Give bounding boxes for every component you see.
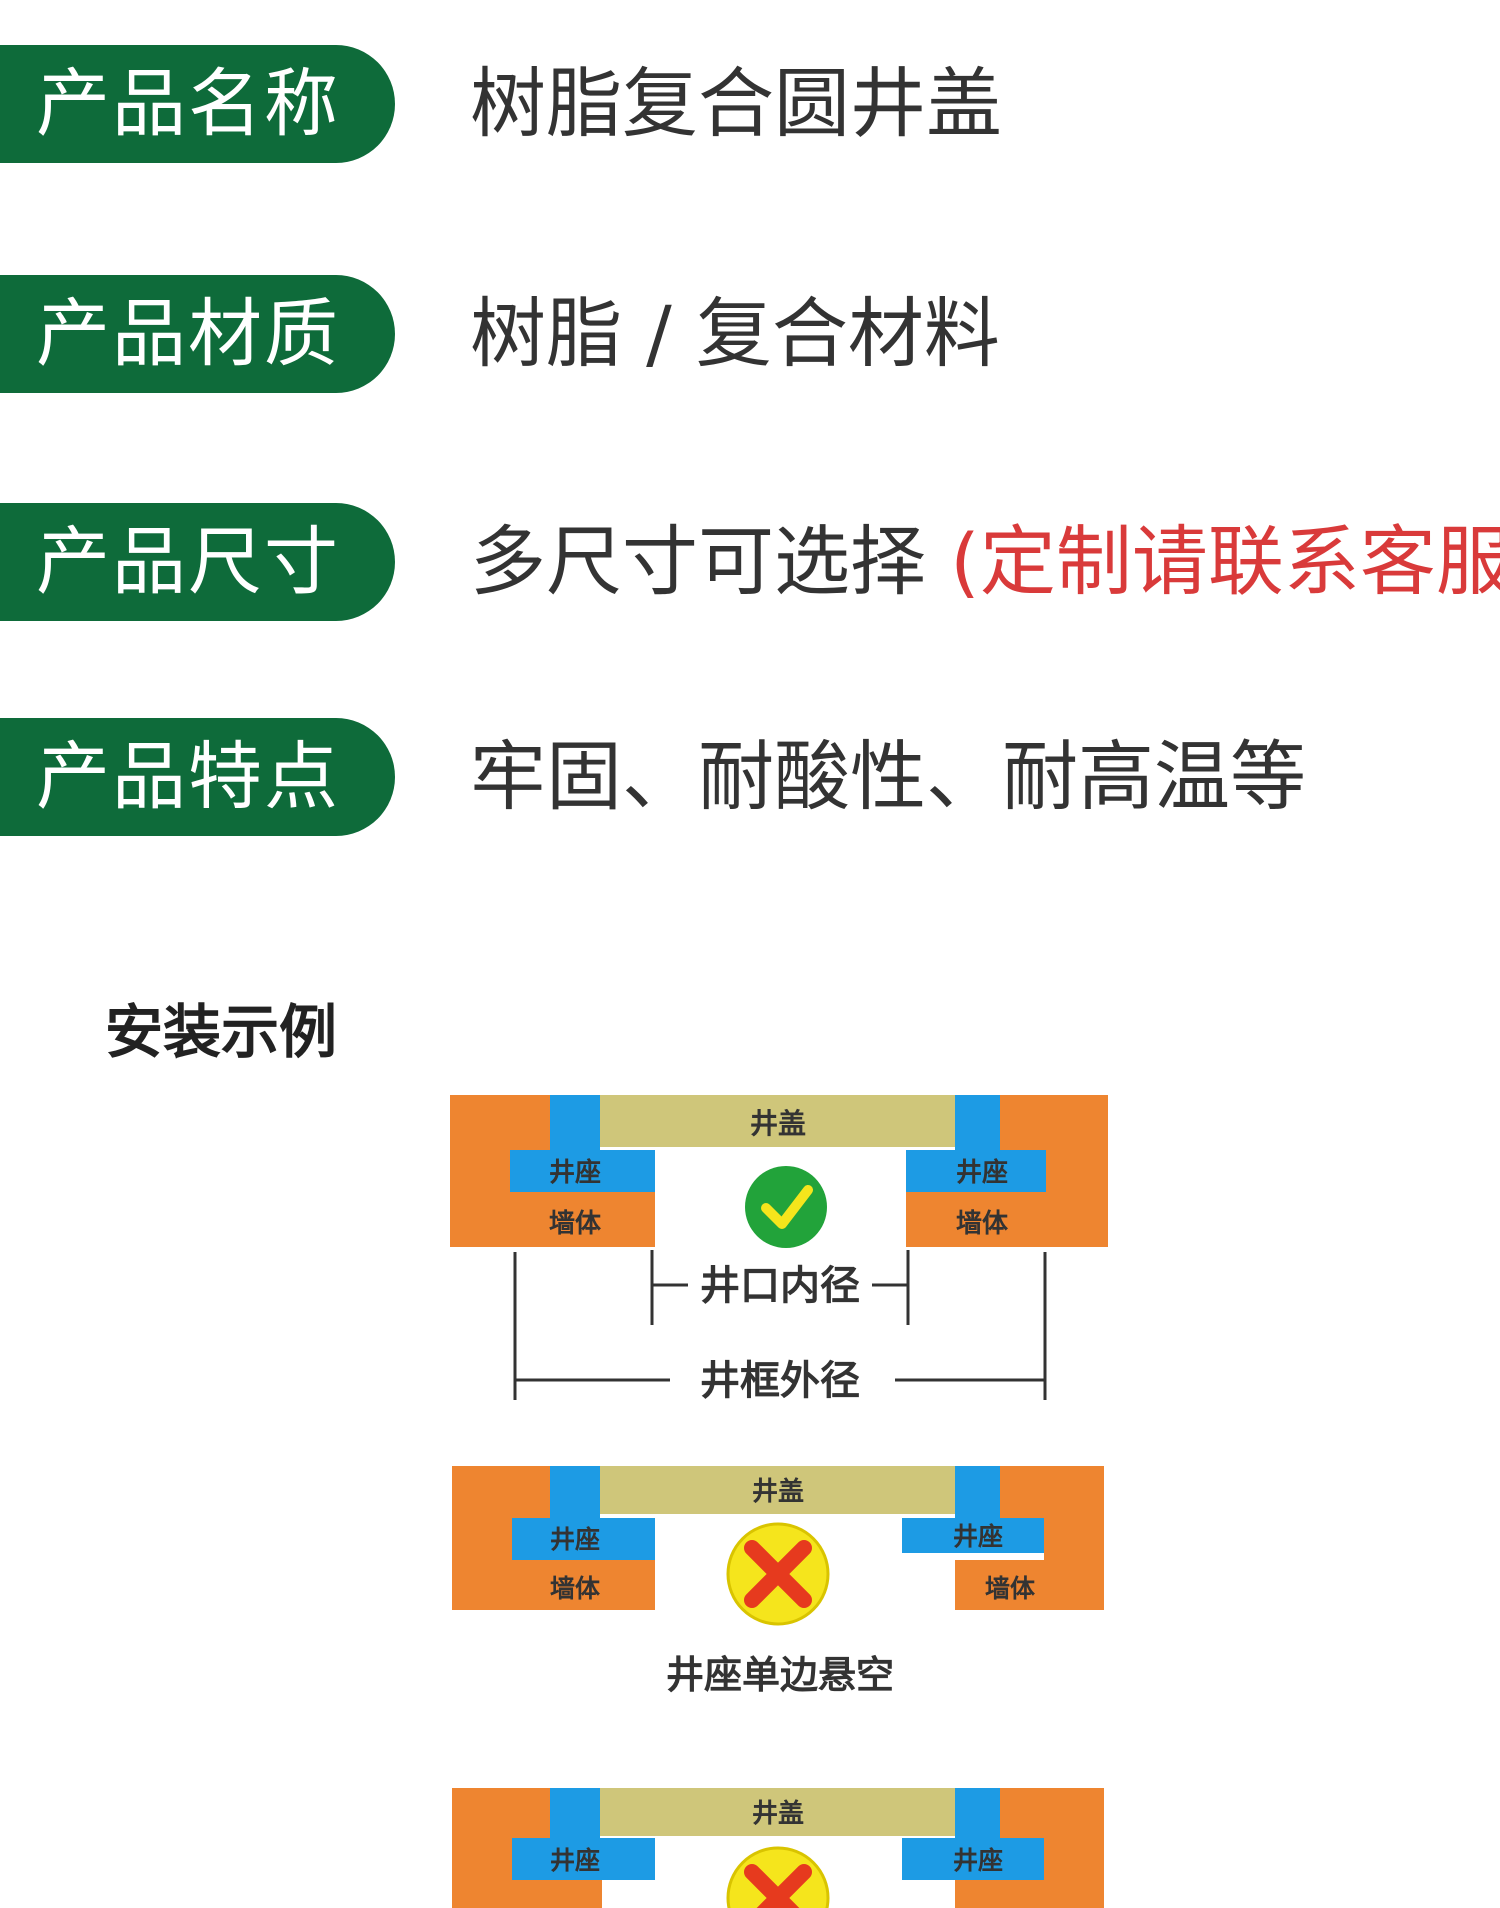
right-seat: [902, 1788, 1044, 1880]
diagram-wrong-overhang: 井盖 井座 井座 墙体 墙体 井座单边悬空: [452, 1466, 1104, 1697]
seat-label-right: 井座: [956, 1157, 1008, 1188]
caption-overhang: 井座单边悬空: [666, 1653, 894, 1697]
diagram-correct: 井盖 井座 井座 墙体 墙体 井口内径 井框外径: [450, 1095, 1108, 1404]
well-cover: [600, 1095, 955, 1147]
inner-diameter-label: 井口内径: [700, 1263, 860, 1309]
left-wall: [450, 1095, 655, 1247]
cover-label: 井盖: [750, 1107, 806, 1140]
spec-label: 产品名称: [0, 45, 395, 163]
spec-row-material: 产品材质 树脂 / 复合材料: [0, 275, 1500, 393]
left-seat: [512, 1466, 655, 1560]
spec-row-name: 产品名称 树脂复合圆井盖: [0, 45, 1500, 163]
well-cover: [600, 1788, 955, 1836]
spec-value: 树脂复合圆井盖: [470, 59, 1002, 148]
left-seat: [512, 1788, 655, 1880]
seat-label-left: 井座: [550, 1846, 600, 1875]
left-wall: [452, 1466, 655, 1610]
spec-value: 多尺寸可选择 (定制请联系客服): [470, 503, 1500, 621]
left-seat: [510, 1095, 655, 1192]
spec-label: 产品材质: [0, 275, 395, 393]
cover-label: 井盖: [752, 1476, 804, 1507]
seat-label-left: 井座: [549, 1157, 601, 1188]
inner-diameter-dimension: [650, 1250, 910, 1325]
check-icon: [745, 1166, 827, 1248]
cover-label: 井盖: [752, 1798, 804, 1829]
outer-diameter-label: 井框外径: [700, 1358, 860, 1404]
outer-diameter-dimension: [513, 1252, 1047, 1400]
spec-row-size: 产品尺寸 多尺寸可选择 (定制请联系客服): [0, 503, 1500, 621]
spec-value: 牢固、耐酸性、耐高温等: [470, 732, 1306, 821]
seat-label-right: 井座: [953, 1846, 1003, 1875]
right-wall: [955, 1788, 1104, 1908]
section-title: 安装示例: [105, 998, 338, 1066]
seat-label-right: 井座: [953, 1522, 1003, 1551]
right-wall: [906, 1095, 1108, 1247]
spec-value: 树脂 / 复合材料: [470, 289, 1000, 378]
seat-label-left: 井座: [550, 1525, 600, 1554]
wall-strip-left: [452, 1880, 602, 1908]
wall-label-left: 墙体: [550, 1574, 601, 1603]
left-wall: [452, 1788, 550, 1908]
diagram-wrong-3: 井盖 井座 井座: [452, 1788, 1104, 1908]
right-wall: [955, 1466, 1104, 1610]
well-cover: [600, 1466, 955, 1514]
spec-label: 产品尺寸: [0, 503, 395, 621]
spec-label: 产品特点: [0, 718, 395, 836]
cross-icon: [726, 1522, 830, 1626]
spec-row-features: 产品特点 牢固、耐酸性、耐高温等: [0, 718, 1500, 836]
right-seat: [906, 1095, 1046, 1192]
right-seat: [902, 1466, 1044, 1553]
custom-note: (定制请联系客服): [950, 517, 1500, 606]
wall-label-right: 墙体: [956, 1209, 1009, 1239]
cross-icon: [726, 1846, 830, 1908]
wall-label-right: 墙体: [985, 1574, 1036, 1603]
wall-label-left: 墙体: [549, 1209, 602, 1239]
